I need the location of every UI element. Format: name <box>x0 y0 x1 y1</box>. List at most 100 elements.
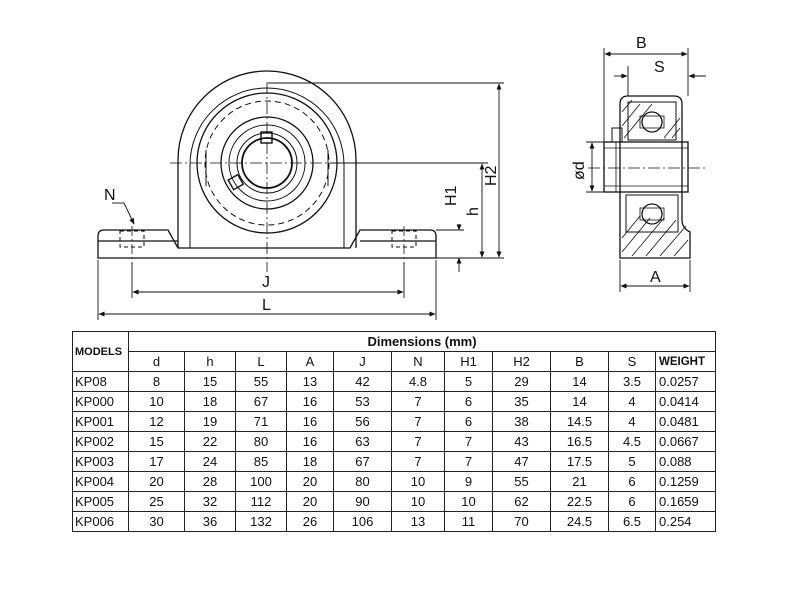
value-cell: 16 <box>286 411 334 432</box>
weight-cell: 0.0481 <box>654 411 717 432</box>
front-labels: N J L H1 h H2 <box>104 165 500 314</box>
label-s: S <box>654 59 665 76</box>
weight-cell: 0.0414 <box>654 391 717 412</box>
value-cell: 14 <box>550 371 609 392</box>
value-cell: 16.5 <box>550 431 609 452</box>
label-j: J <box>262 274 270 291</box>
label-h2: H2 <box>483 165 500 186</box>
column-header: J <box>333 351 392 372</box>
value-cell: 10 <box>391 471 445 492</box>
side-dimensions <box>586 48 706 292</box>
value-cell: 36 <box>184 511 236 532</box>
model-cell: KP002 <box>72 431 129 452</box>
value-cell: 17 <box>128 451 185 472</box>
weight-cell: 0.088 <box>654 451 717 472</box>
value-cell: 6 <box>444 391 493 412</box>
value-cell: 10 <box>444 491 493 512</box>
value-cell: 15 <box>128 431 185 452</box>
value-cell: 56 <box>333 411 392 432</box>
value-cell: 106 <box>333 511 392 532</box>
label-h: h <box>465 207 482 216</box>
value-cell: 112 <box>235 491 287 512</box>
value-cell: 7 <box>391 431 445 452</box>
weight-cell: 0.1259 <box>654 471 717 492</box>
column-header: B <box>550 351 609 372</box>
value-cell: 9 <box>444 471 493 492</box>
value-cell: 17.5 <box>550 451 609 472</box>
set-screw-top <box>260 131 273 144</box>
value-cell: 18 <box>184 391 236 412</box>
value-cell: 42 <box>333 371 392 392</box>
value-cell: 53 <box>333 391 392 412</box>
value-cell: 70 <box>492 511 551 532</box>
value-cell: 80 <box>333 471 392 492</box>
label-a: A <box>650 269 661 286</box>
weight-header: WEIGHT <box>654 351 717 372</box>
weight-cell: 0.254 <box>654 511 717 532</box>
value-cell: 85 <box>235 451 287 472</box>
value-cell: 7 <box>391 411 445 432</box>
value-cell: 8 <box>128 371 185 392</box>
value-cell: 10 <box>128 391 185 412</box>
ball-bottom <box>641 203 663 225</box>
side-view <box>588 95 706 259</box>
value-cell: 13 <box>286 371 334 392</box>
value-cell: 15 <box>184 371 236 392</box>
value-cell: 55 <box>492 471 551 492</box>
value-cell: 29 <box>492 371 551 392</box>
column-header: A <box>286 351 334 372</box>
value-cell: 4 <box>608 391 656 412</box>
table-title: Dimensions (mm) <box>127 331 717 352</box>
value-cell: 55 <box>235 371 287 392</box>
weight-cell: 0.0667 <box>654 431 717 452</box>
column-header: h <box>184 351 236 372</box>
value-cell: 20 <box>286 491 334 512</box>
set-screw-side <box>227 173 245 191</box>
value-cell: 6.5 <box>608 511 656 532</box>
model-cell: KP003 <box>72 451 129 472</box>
label-b: B <box>636 35 647 52</box>
value-cell: 11 <box>444 511 493 532</box>
front-dimensions <box>97 82 504 320</box>
value-cell: 28 <box>184 471 236 492</box>
housing-body <box>177 70 357 248</box>
value-cell: 18 <box>286 451 334 472</box>
model-cell: KP005 <box>72 491 129 512</box>
label-n: N <box>104 187 116 204</box>
value-cell: 4.8 <box>391 371 445 392</box>
column-header: H2 <box>492 351 551 372</box>
value-cell: 3.5 <box>608 371 656 392</box>
value-cell: 5 <box>608 451 656 472</box>
label-d: ød <box>571 161 588 180</box>
value-cell: 100 <box>235 471 287 492</box>
value-cell: 6 <box>608 491 656 512</box>
model-cell: KP006 <box>72 511 129 532</box>
value-cell: 22 <box>184 431 236 452</box>
value-cell: 63 <box>333 431 392 452</box>
value-cell: 24 <box>184 451 236 472</box>
ball-top <box>641 111 663 133</box>
value-cell: 10 <box>391 491 445 512</box>
value-cell: 132 <box>235 511 287 532</box>
value-cell: 38 <box>492 411 551 432</box>
model-cell: KP004 <box>72 471 129 492</box>
value-cell: 16 <box>286 431 334 452</box>
value-cell: 14 <box>550 391 609 412</box>
value-cell: 24.5 <box>550 511 609 532</box>
value-cell: 80 <box>235 431 287 452</box>
value-cell: 47 <box>492 451 551 472</box>
value-cell: 21 <box>550 471 609 492</box>
column-header: d <box>128 351 185 372</box>
technical-drawing: N J L H1 h H2 <box>97 35 706 320</box>
value-cell: 16 <box>286 391 334 412</box>
column-header: S <box>608 351 656 372</box>
column-header: H1 <box>444 351 493 372</box>
value-cell: 19 <box>184 411 236 432</box>
value-cell: 30 <box>128 511 185 532</box>
